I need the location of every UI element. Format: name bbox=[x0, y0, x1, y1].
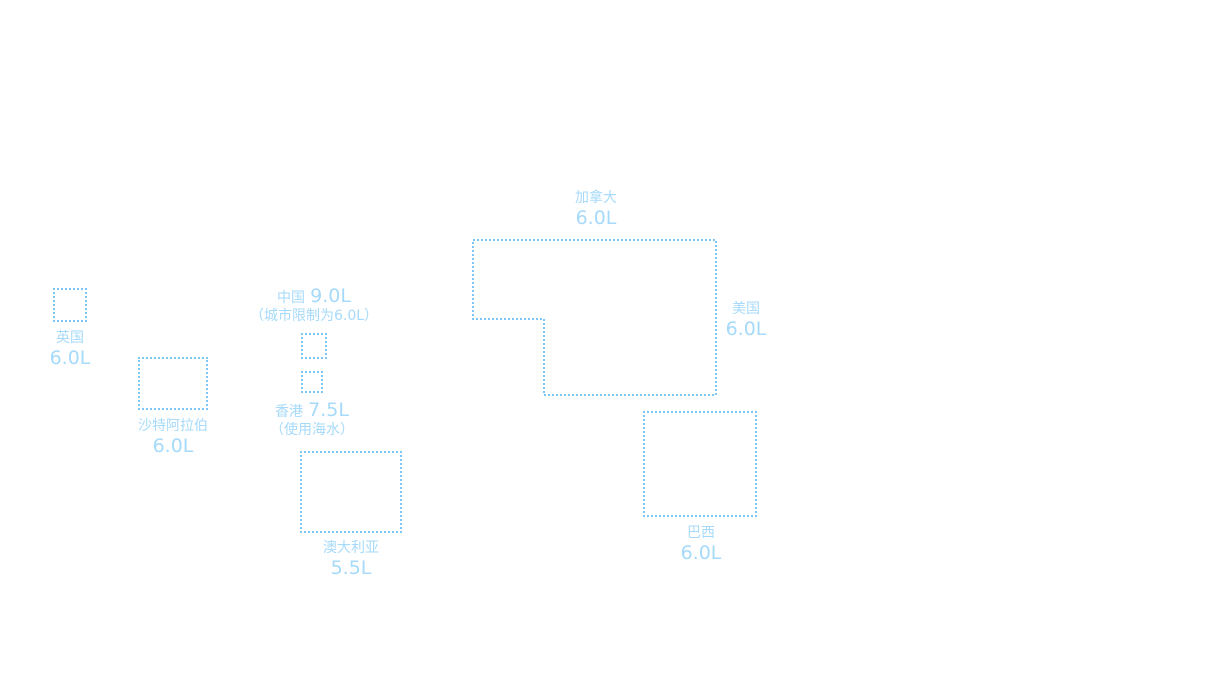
saudi-region bbox=[138, 357, 208, 410]
china-label: 中国 9.0L （城市限制为6.0L） bbox=[250, 285, 378, 325]
saudi-label: 沙特阿拉伯 6.0L bbox=[138, 418, 208, 458]
australia-label: 澳大利亚 5.5L bbox=[323, 540, 379, 580]
hongkong-label: 香港 7.5L （使用海水） bbox=[270, 399, 354, 439]
hongkong-note: （使用海水） bbox=[270, 421, 354, 438]
usa-label: 美国 6.0L bbox=[726, 301, 767, 341]
uk-name: 英国 bbox=[56, 330, 84, 346]
saudi-name: 沙特阿拉伯 bbox=[138, 418, 208, 434]
canada-label: 加拿大 6.0L bbox=[575, 190, 617, 230]
china-note: （城市限制为6.0L） bbox=[249, 307, 379, 324]
australia-name: 澳大利亚 bbox=[323, 540, 379, 556]
brazil-label: 巴西 6.0L bbox=[681, 525, 722, 565]
brazil-region bbox=[643, 411, 757, 517]
hongkong-volume: 7.5L bbox=[308, 399, 349, 421]
australia-volume: 5.5L bbox=[330, 556, 372, 579]
brazil-volume: 6.0L bbox=[680, 541, 722, 564]
uk-region bbox=[53, 288, 87, 322]
china-region bbox=[301, 333, 327, 359]
hongkong-name: 香港 bbox=[275, 404, 304, 420]
uk-volume: 6.0L bbox=[49, 346, 91, 369]
saudi-volume: 6.0L bbox=[152, 434, 194, 457]
china-volume: 9.0L bbox=[310, 285, 351, 307]
brazil-name: 巴西 bbox=[687, 525, 715, 541]
canada-volume: 6.0L bbox=[575, 206, 617, 229]
usa-volume: 6.0L bbox=[725, 317, 767, 340]
uk-label: 英国 6.0L bbox=[50, 330, 91, 370]
canada-name: 加拿大 bbox=[575, 190, 617, 206]
usa-name: 美国 bbox=[732, 301, 760, 317]
hongkong-region bbox=[301, 371, 323, 393]
australia-region bbox=[300, 451, 402, 533]
china-name: 中国 bbox=[277, 290, 306, 306]
